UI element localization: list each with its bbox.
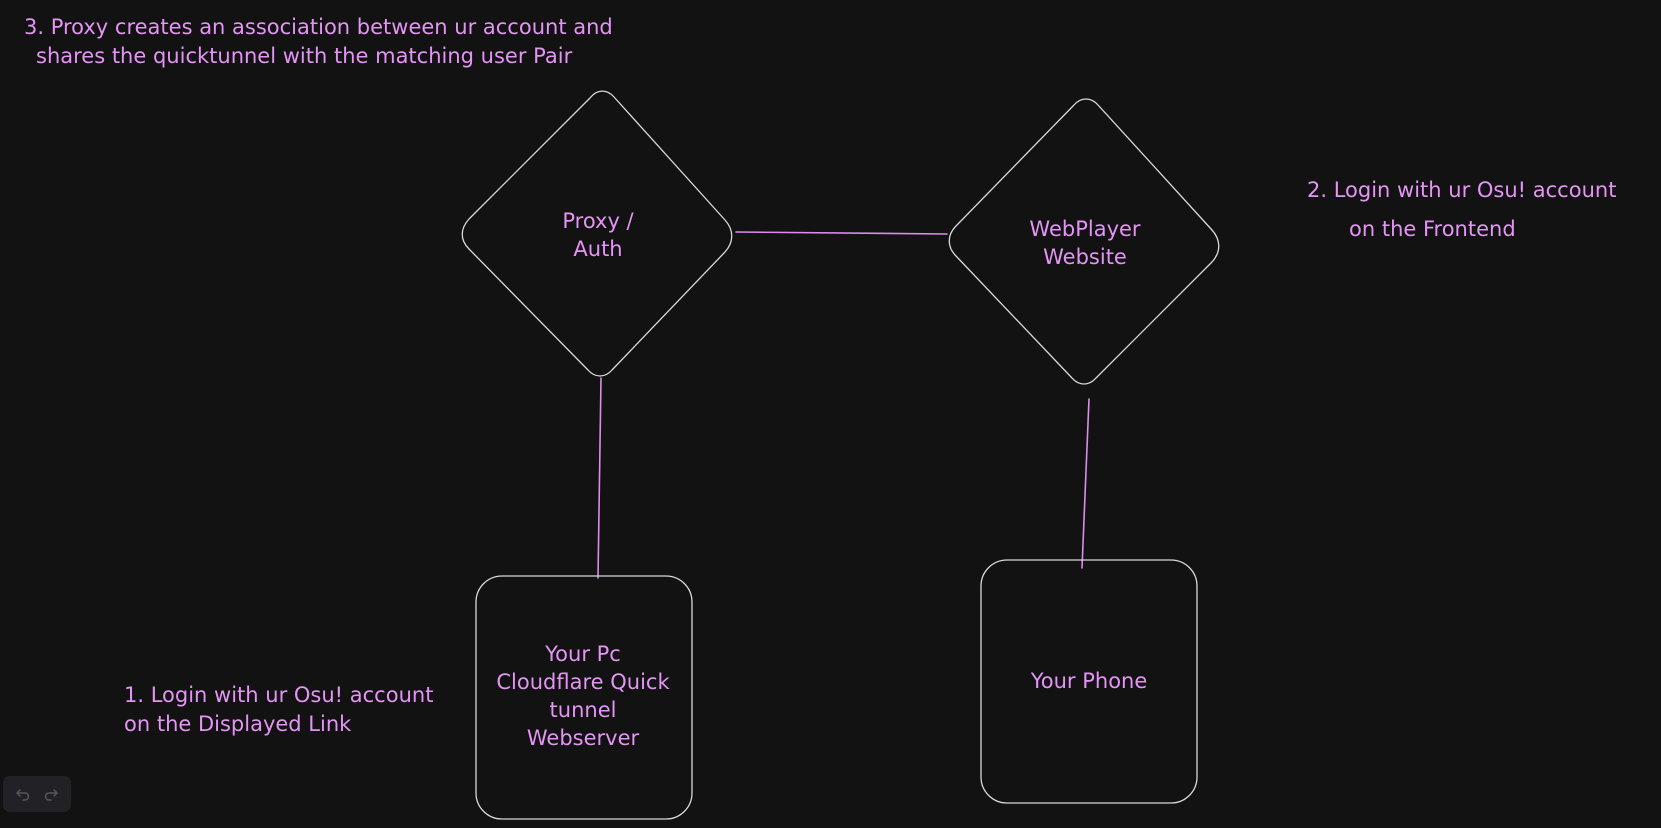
- undo-icon: [16, 789, 30, 801]
- undo-redo-toolbar: [3, 776, 71, 812]
- note-line: 3. Proxy creates an association between …: [24, 15, 613, 39]
- node-proxy-auth[interactable]: Proxy / Auth: [461, 90, 733, 377]
- note-step-1[interactable]: 1. Login with ur Osu! account on the Dis…: [124, 683, 433, 736]
- note-line: shares the quicktunnel with the matching…: [36, 44, 573, 68]
- note-step-3[interactable]: 3. Proxy creates an association between …: [24, 15, 613, 68]
- node-your-pc[interactable]: Your Pc Cloudflare Quick tunnel Webserve…: [475, 575, 693, 820]
- connector-webplayer-phone[interactable]: [1081, 398, 1090, 569]
- node-label: Cloudflare Quick: [496, 670, 670, 694]
- undo-button[interactable]: [12, 783, 34, 805]
- node-webplayer-website[interactable]: WebPlayer Website: [948, 98, 1220, 385]
- redo-button[interactable]: [40, 783, 62, 805]
- connector-proxy-webplayer[interactable]: [735, 231, 948, 235]
- node-label: Webserver: [527, 726, 640, 750]
- note-line: 1. Login with ur Osu! account: [124, 683, 433, 707]
- node-label: Proxy /: [562, 209, 634, 233]
- node-label: Your Pc: [544, 642, 621, 666]
- node-label: Auth: [573, 237, 622, 261]
- note-line: on the Frontend: [1349, 217, 1516, 241]
- node-label: Your Phone: [1030, 669, 1148, 693]
- node-your-phone[interactable]: Your Phone: [980, 559, 1198, 804]
- note-step-2[interactable]: 2. Login with ur Osu! account on the Fro…: [1307, 178, 1616, 241]
- note-line: 2. Login with ur Osu! account: [1307, 178, 1616, 202]
- connector-proxy-pc[interactable]: [597, 377, 602, 579]
- node-label: WebPlayer: [1029, 217, 1140, 241]
- node-label: tunnel: [550, 698, 617, 722]
- node-label: Website: [1043, 245, 1127, 269]
- note-line: on the Displayed Link: [124, 712, 352, 736]
- redo-icon: [44, 789, 58, 801]
